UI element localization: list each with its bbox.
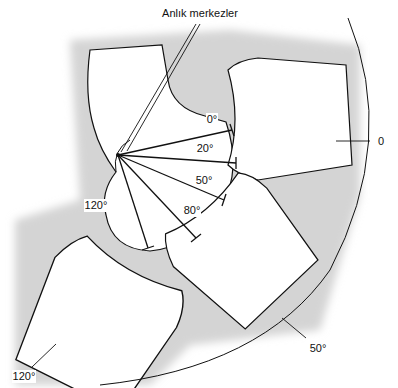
tibia-0 bbox=[228, 58, 352, 180]
angle-label: 20° bbox=[196, 142, 215, 155]
instant-center bbox=[116, 153, 120, 157]
angle-label: 80° bbox=[183, 204, 202, 217]
angle-label: 50° bbox=[309, 342, 328, 355]
angle-label: 120° bbox=[84, 199, 109, 212]
angle-label: 0° bbox=[206, 113, 219, 126]
center-rays bbox=[118, 124, 236, 250]
motion-arc bbox=[100, 18, 369, 385]
angle-label: 120° bbox=[12, 370, 37, 383]
leader-lines bbox=[32, 24, 370, 367]
angle-label: 50° bbox=[195, 174, 214, 187]
title-callout: Anlık merkezler bbox=[161, 7, 239, 20]
tibia-120 bbox=[1, 228, 194, 388]
angle-label: 0 bbox=[377, 135, 385, 148]
